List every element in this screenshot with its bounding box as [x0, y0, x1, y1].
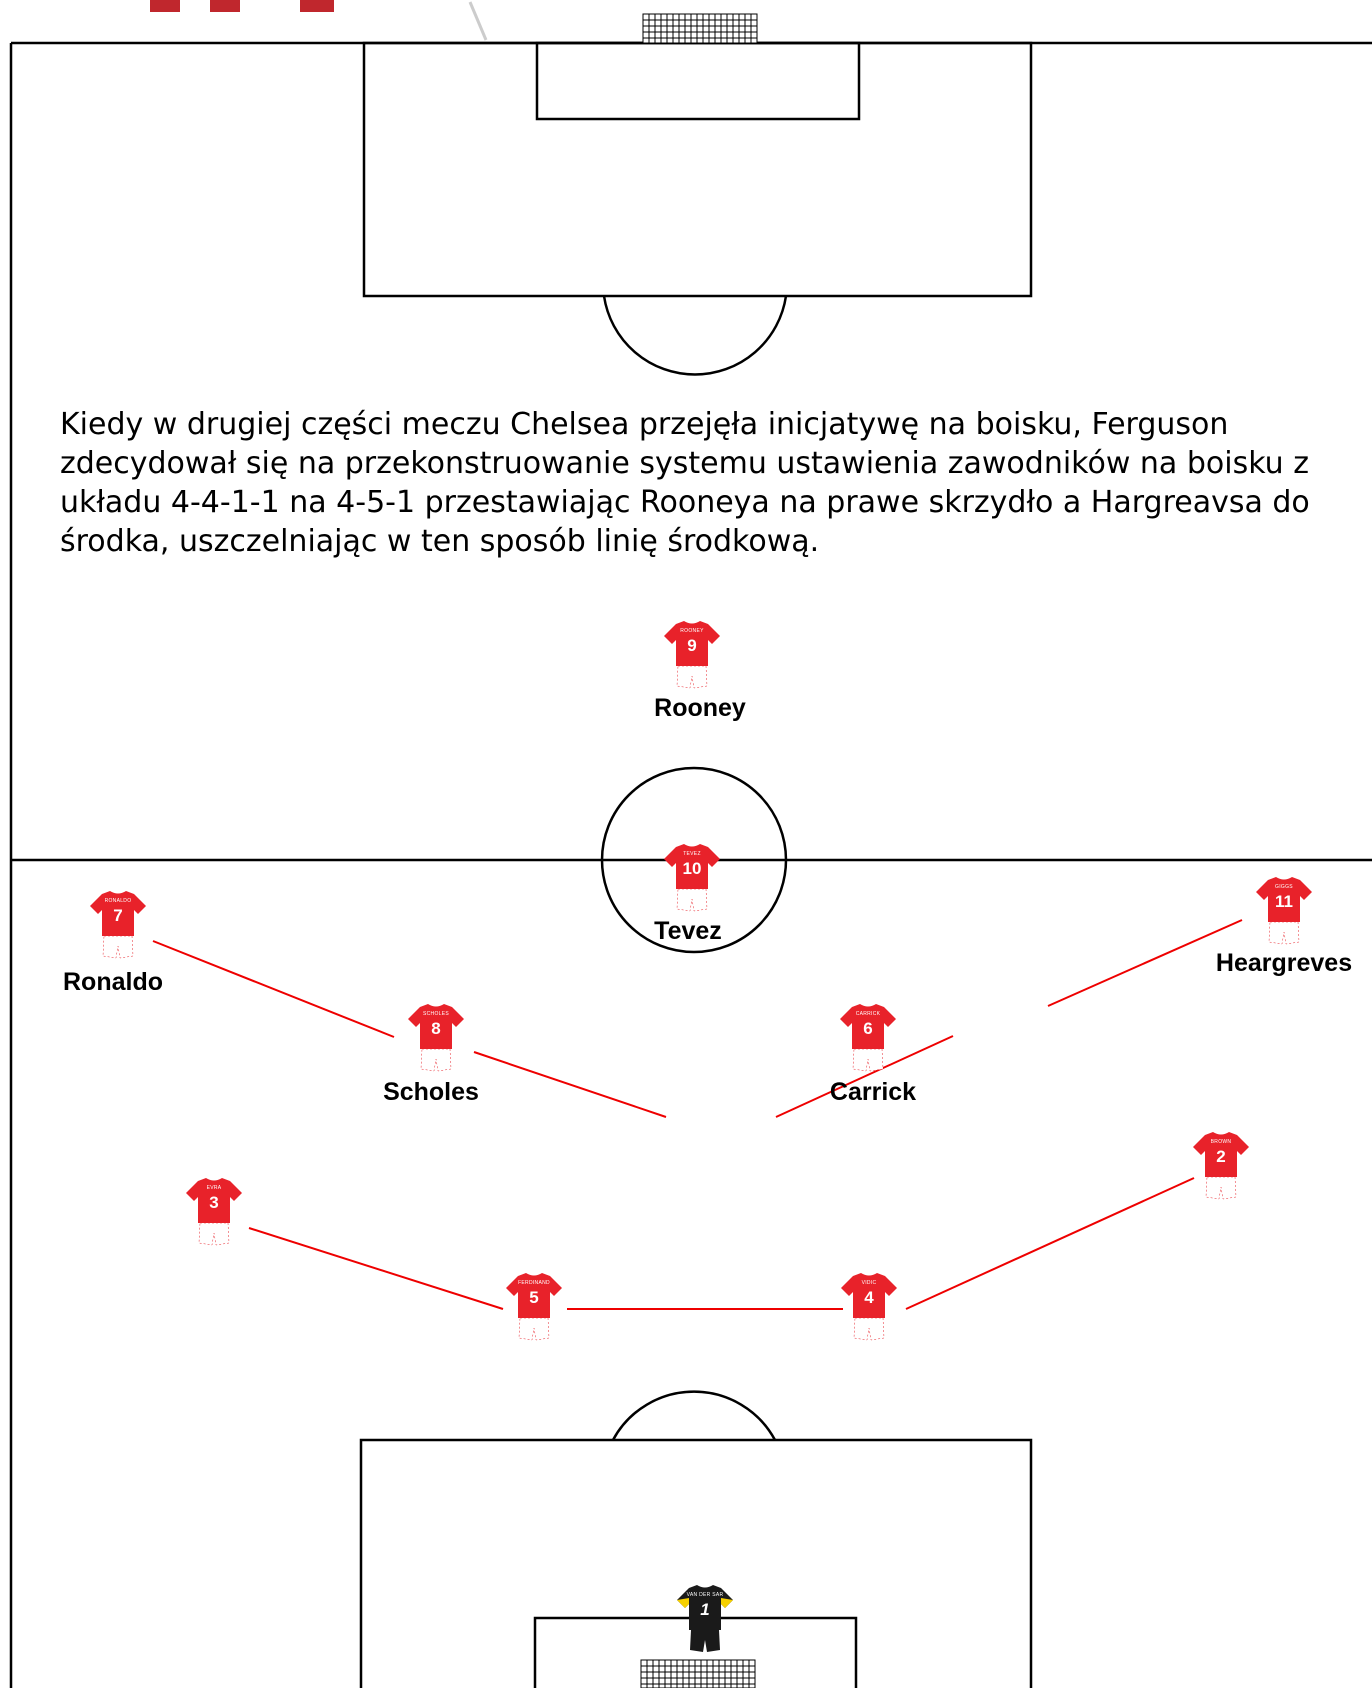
- player-rb-shirt: BROWN 2: [1191, 1131, 1251, 1205]
- center-circle: [600, 766, 788, 954]
- shirt-name: CARRICK: [855, 1011, 881, 1017]
- shirt-name: BROWN: [1210, 1139, 1232, 1145]
- top-goal-net: [642, 13, 758, 44]
- shirt-number: 3: [209, 1193, 219, 1212]
- shirt-number: 8: [431, 1019, 441, 1038]
- shirt-name: SCHOLES: [423, 1011, 449, 1017]
- link-carrick-center: [775, 1035, 954, 1118]
- shirt-number: 10: [682, 859, 702, 878]
- player-tevez-shirt: TEVEZ 10: [662, 843, 722, 917]
- logo-fragment: [210, 0, 240, 12]
- player-hargreaves-shirt: GIGGS 11: [1254, 876, 1314, 950]
- shirt-name: VAN DER SAR: [686, 1592, 724, 1598]
- shirt-name: RONALDO: [104, 898, 132, 904]
- background-stroke: [468, 1, 488, 41]
- player-cb2-shirt: VIDIC 4: [839, 1272, 899, 1346]
- player-label-carrick: Carrick: [829, 1078, 917, 1106]
- link-scholes-center: [473, 1051, 667, 1118]
- shirt-name: ROONEY: [680, 628, 704, 634]
- shirt-number: 5: [529, 1288, 539, 1307]
- shirt-number: 11: [1275, 892, 1293, 911]
- player-label-rooney: Rooney: [654, 694, 746, 722]
- player-gk-shirt: VAN DER SAR 1: [675, 1584, 735, 1658]
- shirt-name: GIGGS: [1275, 884, 1293, 890]
- logo-fragment: [150, 0, 180, 12]
- player-label-ronaldo: Ronaldo: [63, 968, 163, 996]
- bottom-penalty-arc: [611, 1390, 777, 1441]
- top-goal-area: [535, 41, 861, 121]
- player-label-scholes: Scholes: [383, 1078, 479, 1106]
- shirt-name: EVRA: [206, 1185, 222, 1191]
- shirt-number: 4: [864, 1288, 874, 1307]
- bottom-penalty-area: [359, 1438, 1033, 1688]
- player-carrick-shirt: CARRICK 6: [838, 1003, 898, 1077]
- player-rooney-shirt: ROONEY 9: [662, 620, 722, 694]
- shirt-name: FERDINAND: [518, 1280, 550, 1286]
- link-hargreaves: [1047, 919, 1243, 1007]
- link-lb-cb: [248, 1227, 504, 1310]
- logo-fragment: [300, 0, 334, 12]
- player-cb1-shirt: FERDINAND 5: [504, 1272, 564, 1346]
- player-label-tevez: Tevez: [654, 917, 722, 945]
- shirt-number: 7: [113, 906, 123, 925]
- shirt-number: 1: [700, 1600, 710, 1619]
- player-label-hargreaves: Heargreves: [1215, 949, 1353, 977]
- player-scholes-shirt: SCHOLES 8: [406, 1003, 466, 1077]
- bottom-goal-net: [640, 1659, 756, 1688]
- shirt-number: 6: [863, 1019, 873, 1038]
- link-ronaldo-scholes: [152, 940, 395, 1038]
- top-penalty-arc: [602, 295, 788, 376]
- tactical-caption: Kiedy w drugiej części meczu Chelsea prz…: [60, 407, 1310, 559]
- player-ronaldo-shirt: RONALDO 7: [88, 890, 148, 964]
- shirt-name: TEVEZ: [683, 851, 701, 857]
- shirt-number: 2: [1216, 1147, 1226, 1166]
- link-cb-rb: [905, 1177, 1195, 1310]
- top-penalty-area: [362, 41, 1033, 298]
- shirt-name: VIDIC: [861, 1280, 877, 1286]
- player-lb-shirt: EVRA 3: [184, 1177, 244, 1251]
- shirt-number: 9: [687, 636, 697, 655]
